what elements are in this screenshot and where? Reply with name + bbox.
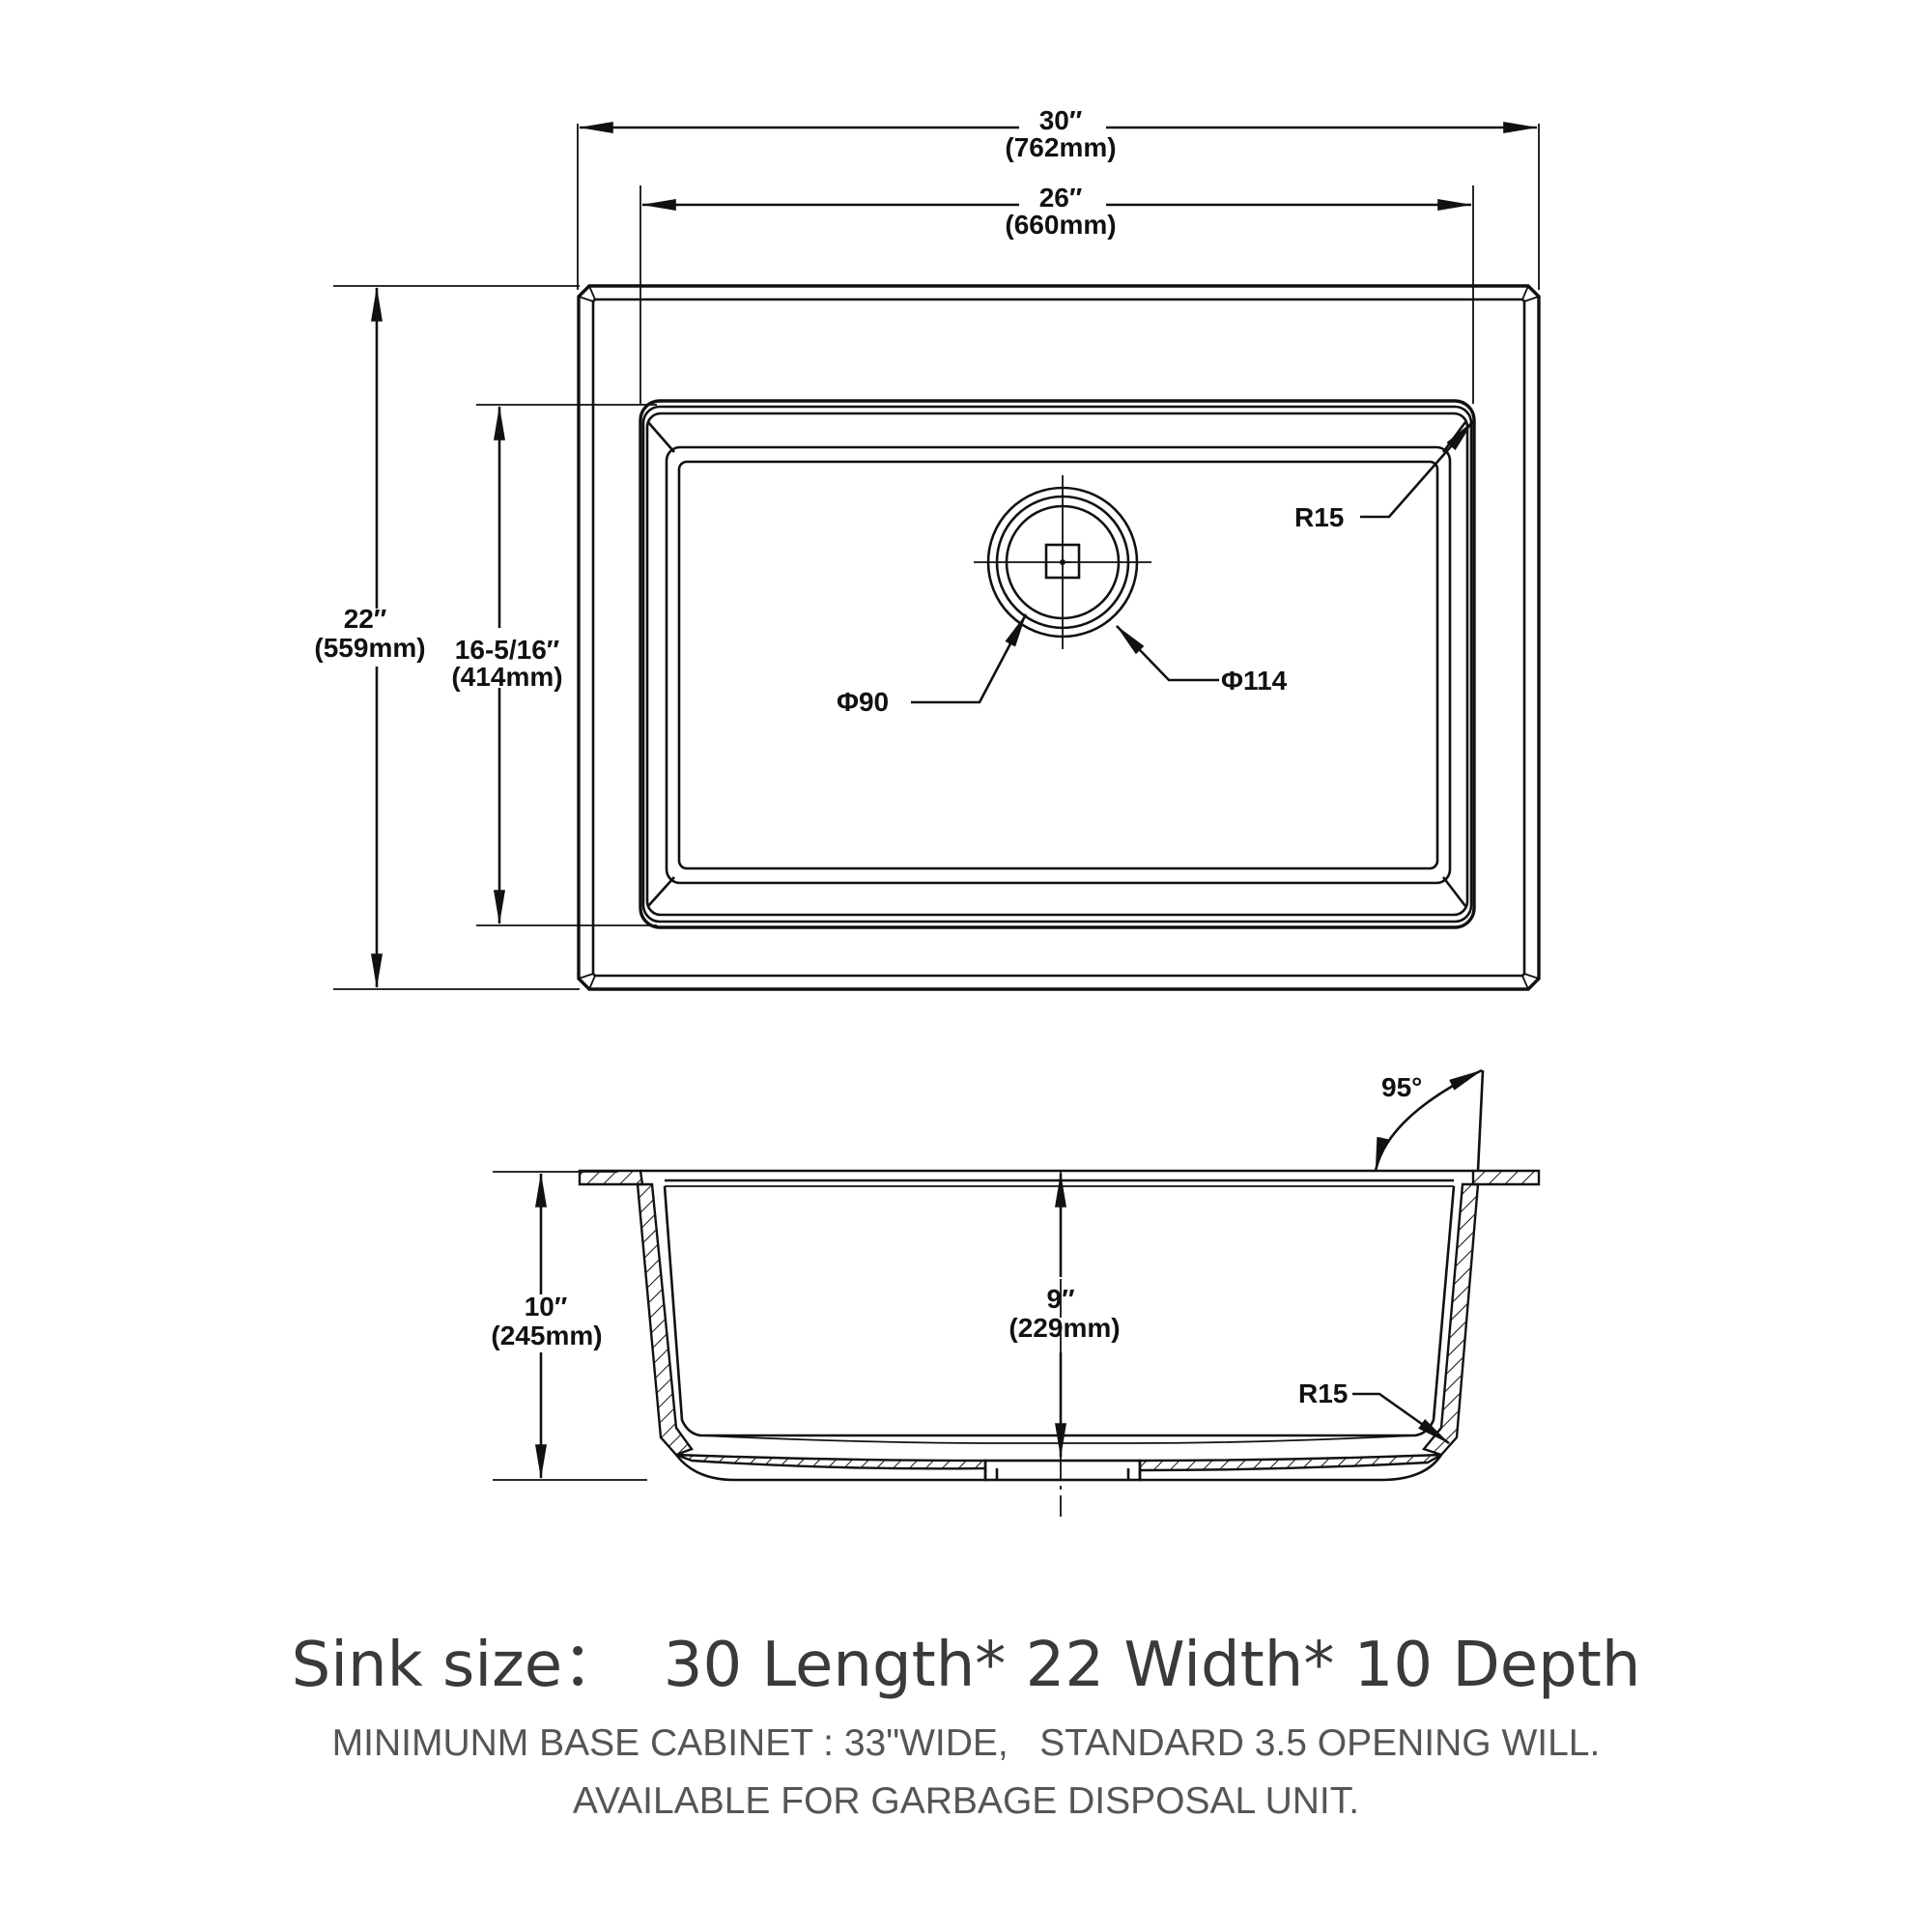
overall-length-imperial: 30″ — [1039, 105, 1083, 135]
bowl-length-imperial: 26″ — [1039, 183, 1083, 213]
bowl-width-imperial: 16-5/16″ — [455, 635, 559, 665]
drain-outer-diameter-label: Φ114 — [1221, 666, 1288, 696]
sink-deck-outline — [577, 284, 1541, 991]
overall-width-imperial: 22″ — [344, 604, 387, 634]
side-view: 10″ (245mm) — [491, 1068, 1541, 1517]
cabinet-requirement-note: MINIMUNM BASE CABINET : 33"WIDE, STANDAR… — [331, 1722, 1601, 1764]
bowl-length-metric: (660mm) — [1005, 210, 1116, 240]
overall-depth-imperial: 10″ — [525, 1292, 568, 1321]
bowl-width-dimension: 16-5/16″ (414mm) — [451, 404, 657, 926]
wall-angle-label: 95° — [1381, 1072, 1422, 1102]
overall-depth-metric: (245mm) — [491, 1321, 602, 1350]
overall-width-dimension: 22″ (559mm) — [314, 285, 580, 990]
drain — [974, 475, 1151, 649]
bowl-width-metric: (414mm) — [451, 662, 562, 692]
bowl-depth-imperial: 9″ — [1047, 1284, 1075, 1314]
drain-inner-diameter-label: Φ90 — [837, 687, 889, 717]
sink-size-title: Sink size： 30 Length* 22 Width* 10 Depth — [291, 1630, 1641, 1701]
bowl-depth-dimension: 9″ (229mm) — [1009, 1171, 1121, 1517]
bowl-floor — [647, 421, 1467, 907]
bowl-depth-metric: (229mm) — [1009, 1313, 1120, 1343]
wall-angle-callout: 95° — [1374, 1068, 1485, 1173]
overall-length-dimension: 30″ (762mm) — [577, 105, 1540, 290]
drain-outer-diameter-callout: Φ114 — [1116, 625, 1288, 696]
sink-flange — [578, 1169, 1541, 1187]
overall-length-metric: (762mm) — [1005, 132, 1116, 162]
bottom-radius-callout: R15 — [1298, 1378, 1450, 1445]
overall-width-metric: (559mm) — [314, 633, 425, 663]
bowl-rim — [639, 399, 1476, 929]
drain-inner-diameter-callout: Φ90 — [837, 612, 1028, 717]
top-view: 30″ (762mm) 26″ (660mm) 22″ (559mm) — [314, 105, 1541, 991]
garbage-disposal-note: AVAILABLE FOR GARBAGE DISPOSAL UNIT. — [572, 1780, 1360, 1822]
overall-depth-dimension: 10″ (245mm) — [491, 1171, 647, 1481]
corner-radius-label: R15 — [1294, 502, 1344, 532]
bowl-length-dimension: 26″ (660mm) — [639, 183, 1474, 404]
corner-radius-callout: R15 — [1294, 420, 1474, 532]
bottom-radius-label: R15 — [1298, 1378, 1348, 1408]
